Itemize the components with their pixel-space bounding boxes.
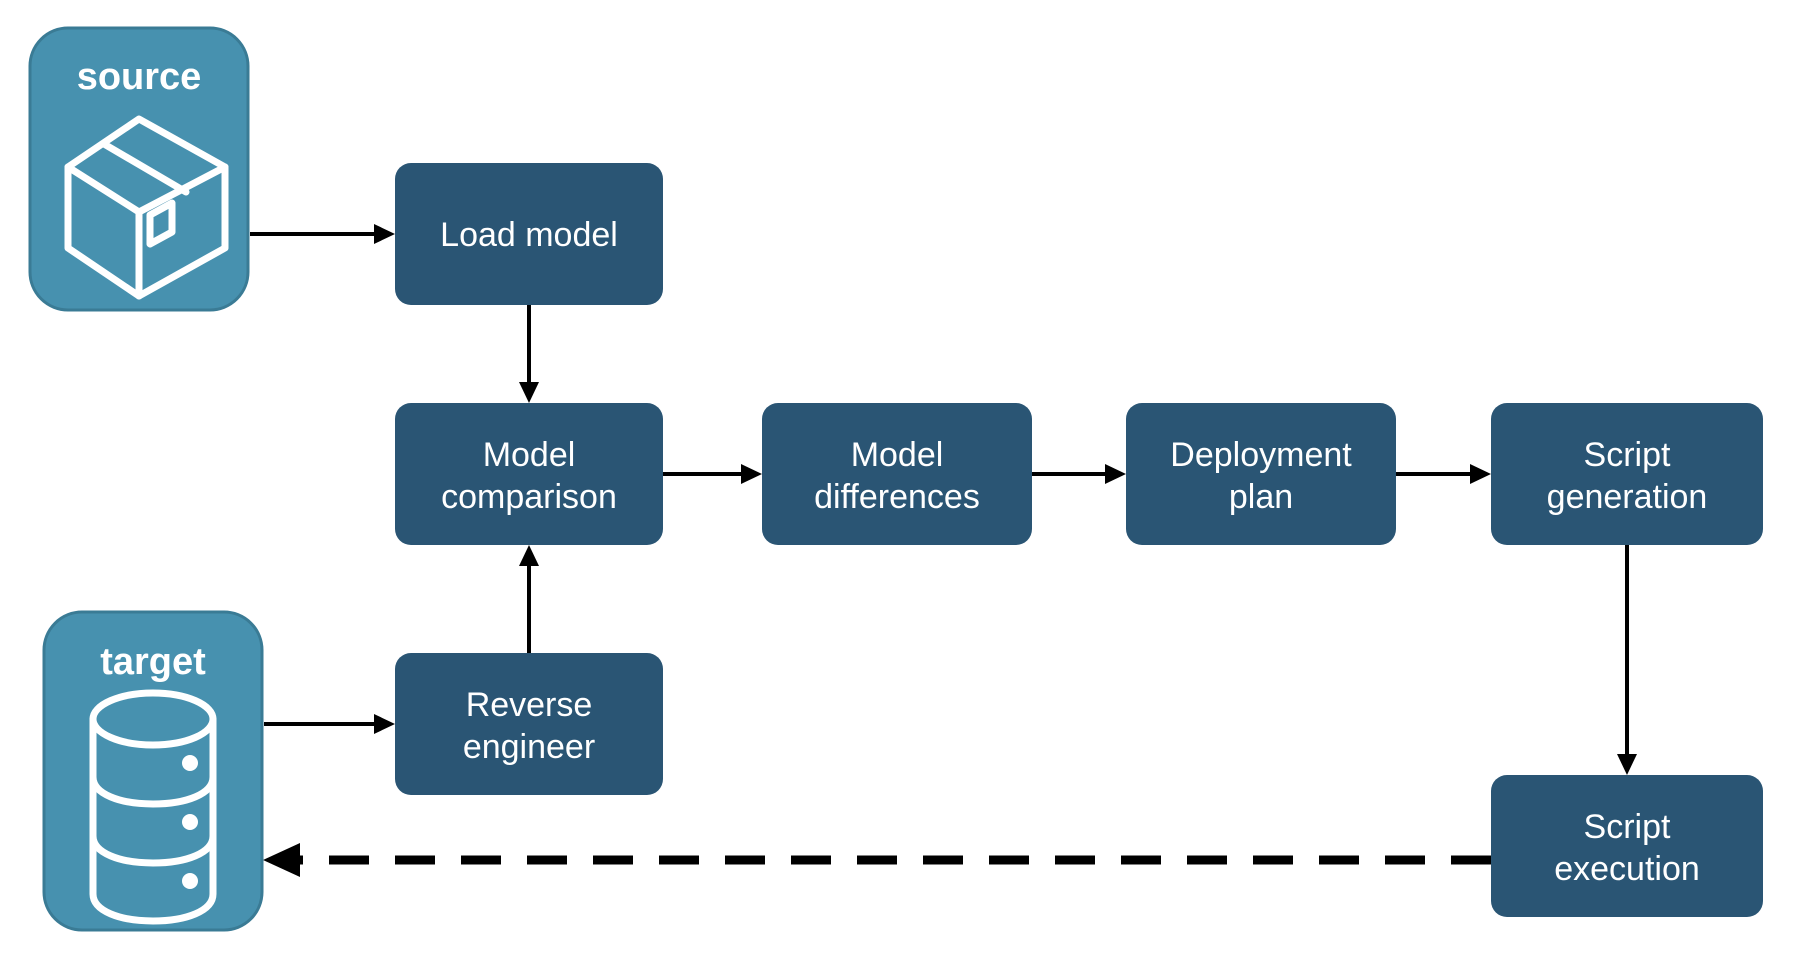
source-node-shape[interactable]: [28, 26, 250, 312]
database-cylinder-icon: [89, 689, 217, 925]
edge-load-model-to-model-comparison: [519, 305, 539, 403]
node-script-generation[interactable]: Script generation: [1491, 403, 1763, 545]
script-generation-label-line2: generation: [1547, 478, 1708, 516]
model-differences-label-line1: Model: [851, 436, 944, 474]
load-model-shape[interactable]: [395, 163, 663, 305]
edge-model-differences-to-deployment-plan: [1032, 464, 1126, 484]
model-differences-shape[interactable]: [762, 403, 1032, 545]
model-differences-label-line2: differences: [814, 478, 980, 516]
node-script-execution[interactable]: Script execution: [1491, 775, 1763, 917]
node-source[interactable]: source: [28, 26, 250, 312]
reverse-engineer-label-line2: engineer: [463, 728, 595, 766]
edge-target-to-reverse-engineer: [264, 714, 395, 734]
model-comparison-shape[interactable]: [395, 403, 663, 545]
edge-source-to-load-model: [250, 224, 395, 244]
package-box-icon: [64, 115, 229, 300]
deployment-plan-shape[interactable]: [1126, 403, 1396, 545]
edge-reverse-engineer-to-model-comparison: [519, 545, 539, 653]
source-node-label: source: [77, 56, 202, 98]
reverse-engineer-label-line1: Reverse: [466, 686, 593, 724]
deployment-plan-label-line2: plan: [1229, 478, 1293, 516]
node-deployment-plan[interactable]: Deployment plan: [1126, 403, 1396, 545]
edge-script-generation-to-script-execution: [1617, 545, 1637, 775]
node-load-model[interactable]: Load model: [395, 163, 663, 305]
node-model-comparison[interactable]: Model comparison: [395, 403, 663, 545]
node-target[interactable]: target: [42, 610, 264, 932]
script-execution-shape[interactable]: [1491, 775, 1763, 917]
node-model-differences[interactable]: Model differences: [762, 403, 1032, 545]
edge-model-comparison-to-model-differences: [663, 464, 762, 484]
load-model-label: Load model: [440, 216, 618, 254]
edge-deployment-plan-to-script-generation: [1396, 464, 1491, 484]
script-execution-label-line2: execution: [1554, 850, 1700, 888]
edge-layer: [250, 224, 1637, 877]
node-reverse-engineer[interactable]: Reverse engineer: [395, 653, 663, 795]
script-execution-label-line1: Script: [1584, 808, 1671, 846]
edge-script-execution-to-target: [263, 843, 1491, 877]
target-node-label: target: [100, 641, 206, 683]
script-generation-shape[interactable]: [1491, 403, 1763, 545]
script-generation-label-line1: Script: [1584, 436, 1671, 474]
model-comparison-label-line1: Model: [483, 436, 576, 474]
model-comparison-label-line2: comparison: [441, 478, 617, 516]
reverse-engineer-shape[interactable]: [395, 653, 663, 795]
deployment-plan-label-line1: Deployment: [1170, 436, 1352, 474]
